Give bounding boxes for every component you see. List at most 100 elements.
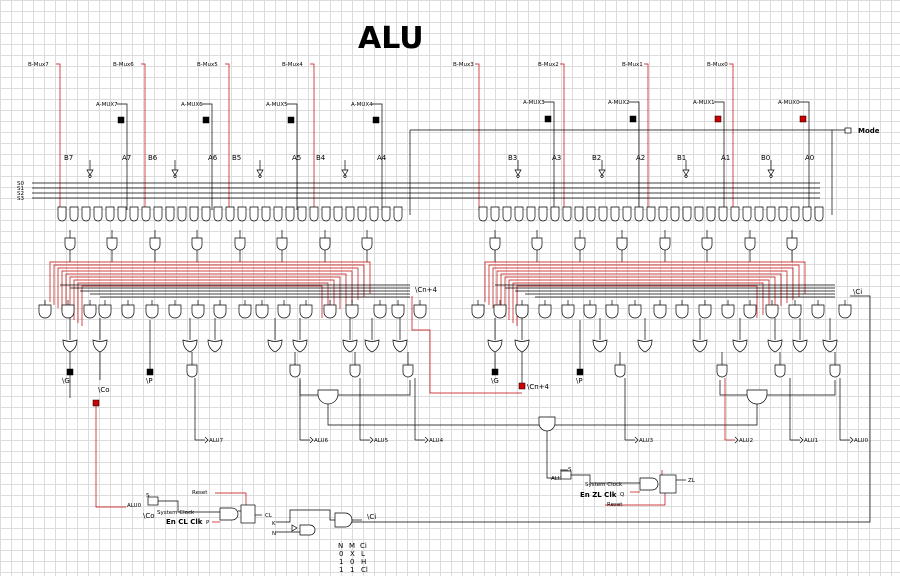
wire — [338, 380, 411, 396]
nor-gate — [106, 237, 118, 251]
wire — [215, 492, 247, 505]
bit-label: B2 — [592, 154, 601, 162]
wire — [310, 63, 315, 210]
mode-input[interactable]: Mode — [844, 127, 880, 135]
xor-gate — [829, 364, 841, 378]
xor-gate — [402, 364, 414, 378]
select-and-gate — [658, 206, 668, 222]
wire — [287, 103, 298, 210]
wire — [504, 276, 776, 317]
select-and-gate — [730, 206, 740, 222]
wire — [475, 63, 480, 210]
b-mux-label: B-Mux1 — [622, 62, 643, 68]
output-arrow — [849, 436, 854, 444]
a-mux-label: A-MUX7 — [96, 102, 118, 108]
nor-gate — [616, 237, 628, 251]
g-upper-label: \G — [62, 377, 70, 385]
select-and-gate — [478, 206, 488, 222]
carry-and-gate — [373, 304, 387, 319]
select-and-gate — [562, 206, 572, 222]
wire — [629, 101, 640, 210]
carry-and-gate — [345, 304, 359, 319]
g-lower-label: \G — [491, 377, 499, 385]
carry-and-gate — [653, 304, 667, 319]
wire — [158, 500, 220, 513]
bit-inverter — [682, 169, 690, 176]
wire — [546, 431, 560, 479]
bit-inverter — [598, 169, 606, 176]
ci-bottom-label: \Ci — [367, 513, 376, 521]
xor-gate — [186, 364, 198, 378]
select-and-gate — [309, 206, 319, 222]
select-and-gate — [189, 206, 199, 222]
wire — [276, 509, 340, 523]
wire — [141, 63, 146, 210]
alu-output-label: ALU1 — [804, 438, 818, 444]
wire — [69, 276, 341, 317]
b-mux-label: B-Mux2 — [538, 62, 559, 68]
select-and-gate — [538, 206, 548, 222]
wire — [77, 282, 329, 323]
wire — [299, 380, 318, 396]
bit-inverter — [341, 169, 349, 176]
b-mux-label: B-Mux7 — [28, 62, 49, 68]
alu-output-label: ALU2 — [739, 438, 753, 444]
cl-p-label: P — [206, 520, 210, 526]
bit-inverter — [86, 169, 94, 176]
select-and-gate — [261, 206, 271, 222]
select-and-gate — [646, 206, 656, 222]
bit-inverter — [256, 169, 264, 176]
select-and-gate — [333, 206, 343, 222]
select-and-gate — [153, 206, 163, 222]
carry-and-gate — [413, 304, 427, 319]
carry-and-gate — [299, 304, 313, 319]
select-and-gate — [742, 206, 752, 222]
carry-and-gate — [83, 304, 97, 319]
mode-label: Mode — [858, 127, 880, 135]
cn4-probe — [518, 382, 526, 390]
wire — [73, 279, 335, 320]
select-and-gate — [357, 206, 367, 222]
nor-gate — [319, 237, 331, 251]
carry-and-gate — [61, 304, 75, 319]
carry-and-gate — [493, 304, 507, 319]
wire — [719, 380, 747, 396]
carry-or-gate — [692, 339, 708, 353]
g-probe — [66, 368, 74, 376]
wire — [496, 270, 788, 311]
alu-output-label: ALU5 — [374, 438, 389, 444]
zl-out-label: ZL — [688, 478, 696, 484]
bit-inverter — [767, 169, 775, 176]
xor-gate — [774, 364, 786, 378]
cl-alu-label: ALU0 — [127, 503, 142, 509]
cl-reset-label: Reset — [192, 490, 208, 496]
nor-gate — [276, 237, 288, 251]
cl-en-label: En CL Clk — [166, 518, 203, 526]
tt-r1-m: X — [350, 550, 355, 558]
select-and-gate — [237, 206, 247, 222]
carry-or-gate — [182, 339, 198, 353]
bit-label: A3 — [552, 154, 561, 162]
select-and-gate — [381, 206, 391, 222]
select-and-gate — [249, 206, 259, 222]
tt-header-n: N — [338, 542, 343, 550]
a-mux-probe — [117, 116, 125, 124]
a-mux-label: A-MUX0 — [778, 100, 800, 106]
cl-out-label: CL — [265, 513, 273, 519]
cl-k-label: K — [272, 521, 276, 527]
nor-gate — [786, 237, 798, 251]
carry-and-gate — [38, 304, 52, 319]
inverter-bubble — [516, 174, 520, 178]
inverter-bubble — [88, 174, 92, 178]
output-arrow — [634, 436, 639, 444]
select-and-gate — [778, 206, 788, 222]
b-mux-label: B-Mux4 — [282, 62, 303, 68]
select-and-gate — [634, 206, 644, 222]
wire — [61, 270, 353, 311]
ci-gate — [334, 512, 353, 528]
wire — [53, 264, 365, 305]
xor-gate — [614, 364, 626, 378]
inverter-bubble — [173, 174, 177, 178]
wire — [372, 103, 383, 210]
tt-r3-n: 1 — [339, 566, 343, 574]
